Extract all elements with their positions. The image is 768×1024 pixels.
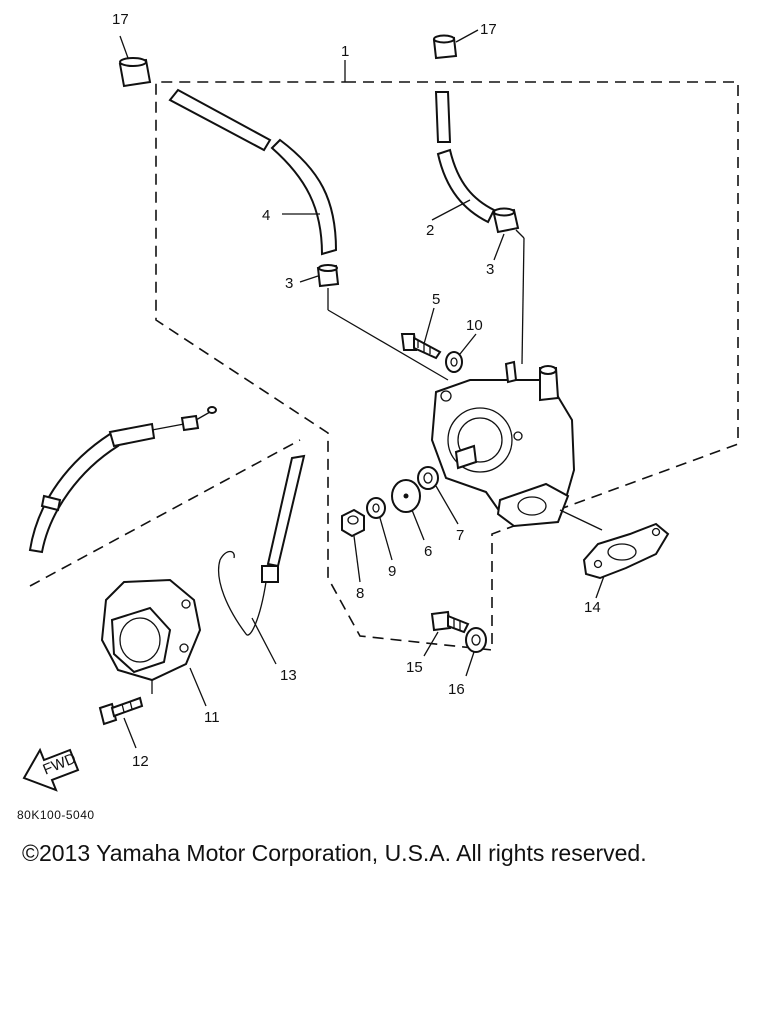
callout-17-left: 17 <box>112 11 129 28</box>
part-16-washer <box>465 627 487 677</box>
part-9-washer <box>366 497 393 561</box>
fwd-arrow-icon: FWD <box>22 747 80 792</box>
part-17-cap-left <box>118 35 152 88</box>
part-5-bolt <box>400 307 442 360</box>
divider-line <box>29 439 301 587</box>
callout-3-right: 3 <box>486 261 494 278</box>
callout-1: 1 <box>341 43 349 60</box>
part-8-nut <box>341 508 365 583</box>
callout-2: 2 <box>426 222 434 239</box>
part-13-cable <box>218 454 306 665</box>
callout-5: 5 <box>432 291 440 308</box>
part-3-joint-left <box>299 264 449 381</box>
callout-12: 12 <box>132 753 149 770</box>
part-15-bolt <box>423 610 470 657</box>
callout-6: 6 <box>424 543 432 560</box>
pump-body <box>430 360 603 531</box>
callout-17-right: 17 <box>480 21 497 38</box>
part-6-disc <box>391 479 425 541</box>
callout-13: 13 <box>280 667 297 684</box>
exploded-parts-diagram: FWD 17 17 1 4 2 3 3 5 10 7 6 9 8 14 15 1… <box>22 11 739 792</box>
part-7-oring <box>417 466 459 525</box>
part-3-joint-right <box>492 207 525 365</box>
callout-8: 8 <box>356 585 364 602</box>
part-11-cover <box>100 578 207 707</box>
part-4-hose <box>168 88 338 256</box>
callout-16: 16 <box>448 681 465 698</box>
throttle-cable-upper <box>28 406 217 554</box>
callout-11: 11 <box>204 709 220 726</box>
callout-14: 14 <box>584 599 601 616</box>
callout-9: 9 <box>388 563 396 580</box>
part-12-bolt <box>98 696 144 749</box>
callout-10: 10 <box>466 317 483 334</box>
part-14-gasket <box>582 522 670 599</box>
callout-3-left: 3 <box>285 275 293 292</box>
copyright-notice: ©2013 Yamaha Motor Corporation, U.S.A. A… <box>22 840 647 866</box>
part-2-hose <box>431 91 496 224</box>
callout-4: 4 <box>262 207 270 224</box>
callout-15: 15 <box>406 659 423 676</box>
callout-7: 7 <box>456 527 464 544</box>
part-10-washer <box>445 333 477 373</box>
part-17-cap-right <box>432 29 479 60</box>
diagram-code: 80K100-5040 <box>17 808 95 822</box>
assembly-boundary <box>155 81 739 651</box>
